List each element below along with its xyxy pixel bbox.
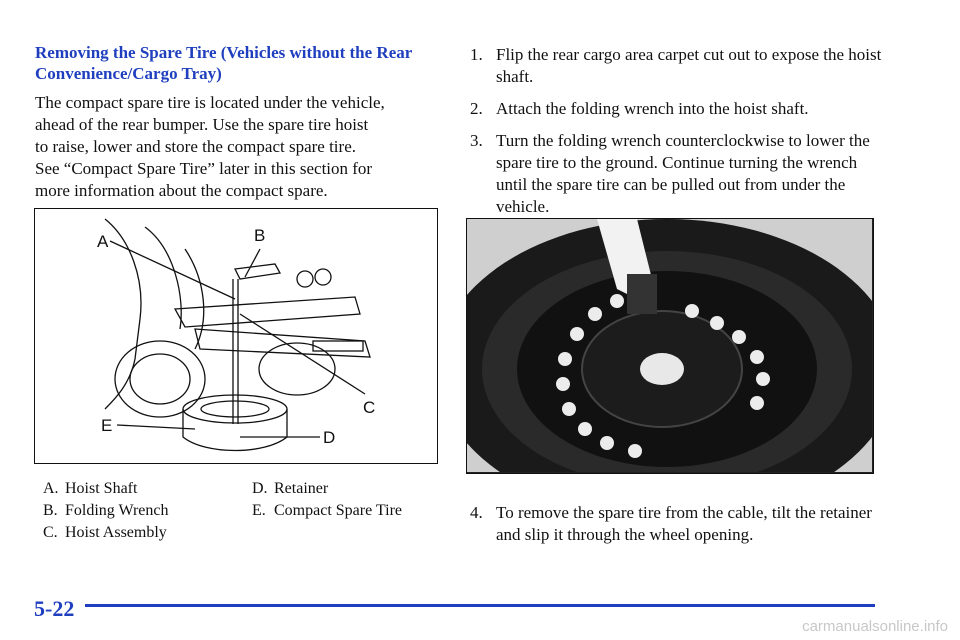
hoist-diagram: A B C D E: [34, 208, 438, 464]
step-item: 1. Flip the rear cargo area carpet cut o…: [470, 44, 890, 88]
legend-label: Hoist Assembly: [65, 524, 167, 541]
intro-line: more information about the compact spare…: [35, 181, 328, 200]
hoist-diagram-illustration: A B C D E: [97, 218, 375, 452]
legend-item: C. Hoist Assembly: [43, 522, 169, 544]
callout-a: A: [97, 232, 109, 251]
legend-item: A. Hoist Shaft: [43, 478, 169, 500]
step-text: Turn the folding wrench counterclockwise…: [496, 131, 870, 216]
step-number: 3.: [470, 131, 483, 150]
legend-label: Hoist Shaft: [65, 480, 138, 497]
legend-key: A.: [43, 480, 59, 497]
callout-d: D: [323, 428, 335, 447]
footer-rule: [85, 604, 875, 607]
callout-c: C: [363, 398, 375, 417]
spare-tire-photo-illustration: [467, 219, 873, 473]
step-text: To remove the spare tire from the cable,…: [496, 503, 872, 544]
step-item: 2. Attach the folding wrench into the ho…: [470, 98, 890, 120]
legend-key: D.: [252, 480, 268, 497]
legend-item: D. Retainer: [252, 478, 402, 500]
step-number: 1.: [470, 45, 483, 64]
step-text: Attach the folding wrench into the hoist…: [496, 99, 809, 118]
legend-label: Retainer: [274, 480, 329, 497]
steps-list-bottom: 4. To remove the spare tire from the cab…: [470, 502, 890, 556]
step-item: 3. Turn the folding wrench counterclockw…: [470, 130, 890, 218]
step-number: 4.: [470, 503, 483, 522]
intro-line: See “Compact Spare Tire” later in this s…: [35, 159, 373, 178]
page-number: 5-22: [34, 596, 75, 621]
legend-left: A. Hoist Shaft B. Folding Wrench C. Hois…: [43, 478, 169, 544]
step-item: 4. To remove the spare tire from the cab…: [470, 502, 890, 546]
legend-key: C.: [43, 524, 58, 541]
intro-line: ahead of the rear bumper. Use the spare …: [35, 115, 369, 134]
spare-tire-photo: [466, 218, 874, 474]
step-number: 2.: [470, 99, 483, 118]
step-text: Flip the rear cargo area carpet cut out …: [496, 45, 882, 86]
intro-line: to raise, lower and store the compact sp…: [35, 137, 356, 156]
legend-item: E. Compact Spare Tire: [252, 500, 402, 522]
steps-list-top: 1. Flip the rear cargo area carpet cut o…: [470, 44, 890, 228]
legend-item: B. Folding Wrench: [43, 500, 169, 522]
callout-b: B: [254, 226, 265, 245]
legend-label: Compact Spare Tire: [274, 502, 402, 519]
legend-key: B.: [43, 502, 58, 519]
callout-e: E: [101, 416, 112, 435]
intro-line: The compact spare tire is located under …: [35, 93, 385, 112]
section-heading: Removing the Spare Tire (Vehicles withou…: [35, 43, 412, 83]
legend-label: Folding Wrench: [65, 502, 169, 519]
legend-right: D. Retainer E. Compact Spare Tire: [252, 478, 402, 522]
legend-key: E.: [252, 502, 266, 519]
intro-paragraph: The compact spare tire is located under …: [35, 92, 435, 202]
watermark: carmanualsonline.info: [802, 618, 948, 635]
